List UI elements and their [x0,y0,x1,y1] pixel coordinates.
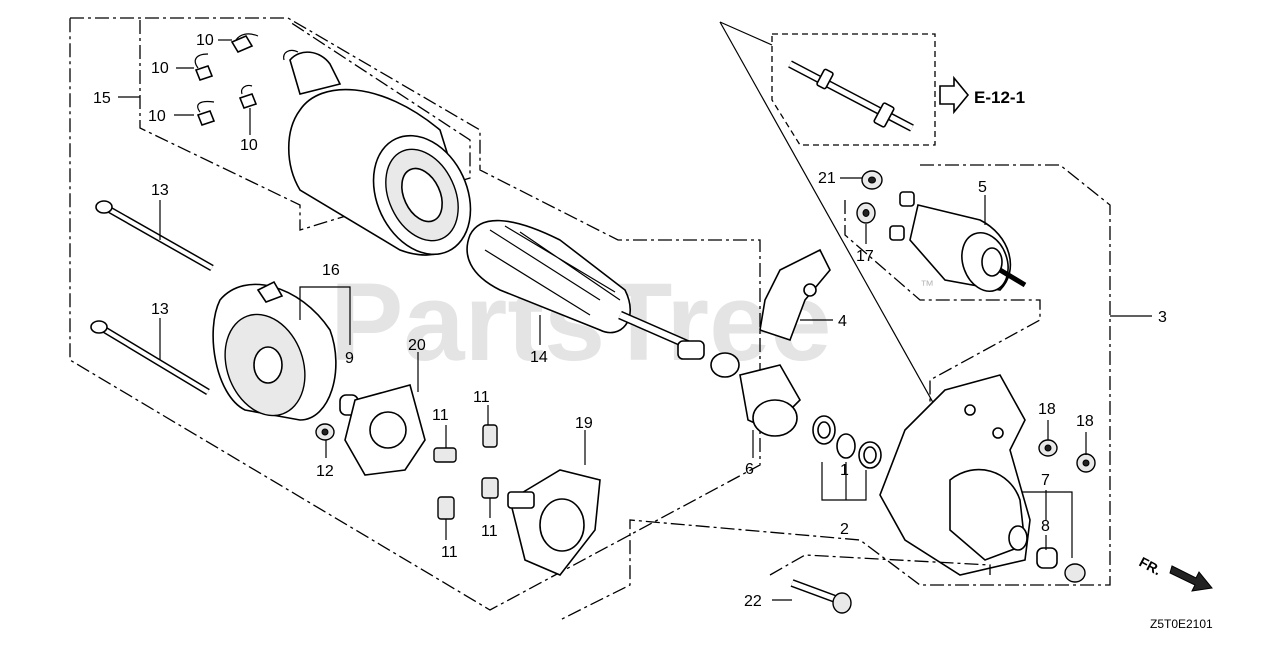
bolt-part-22 [790,579,852,614]
group-outline-solenoid [844,200,1041,420]
group-outline-yoke [139,20,471,231]
callout-9[interactable]: 9 [345,350,354,367]
spring-part-11-c [481,477,499,499]
callout-13[interactable]: 13 [151,182,169,199]
callout-7[interactable]: 7 [1041,472,1050,489]
stop-ring-part-1 [812,415,836,445]
callout-6[interactable]: 6 [745,461,754,478]
callout-1[interactable]: 1 [840,462,849,479]
nut-part-21 [861,170,883,190]
group-outline-left [69,17,761,611]
callout-22[interactable]: 22 [744,593,762,610]
reference-label[interactable]: E-12-1 [974,88,1025,107]
callout-11[interactable]: 11 [432,407,449,424]
callout-8[interactable]: 8 [1041,518,1050,535]
leader-bolt-box [719,21,773,46]
callout-18[interactable]: 18 [1076,413,1094,430]
bracket-part-7 [1022,491,1073,558]
armature-part-14 [466,219,705,360]
shift-lever-part-4 [759,248,831,342]
callout-11[interactable]: 11 [481,523,498,540]
callout-12[interactable]: 12 [316,463,334,480]
front-housing-part-3 [879,374,1031,576]
yoke-assembly-part-15 [283,49,472,256]
front-direction-arrow-icon [1169,565,1213,592]
brush-plate-part-20 [344,384,426,476]
callout-3[interactable]: 3 [1158,309,1167,326]
group-outline-right [559,164,1111,621]
bolt-in-reference-box [788,60,914,132]
callout-11[interactable]: 11 [441,544,458,561]
callout-16[interactable]: 16 [322,262,340,279]
callout-2[interactable]: 2 [840,521,849,538]
reference-arrow-icon [939,75,970,115]
callout-11[interactable]: 11 [473,389,490,406]
diagram-code: Z5T0E2101 [1150,617,1213,631]
through-bolt-part-13-upper [95,200,214,272]
callout-4[interactable]: 4 [838,313,847,330]
pinion-clutch-part-6 [710,352,801,437]
callout-17[interactable]: 17 [856,248,874,265]
spring-part-11-b [433,447,457,463]
leader-lines [118,39,1152,601]
callout-10[interactable]: 10 [148,108,166,125]
callout-10[interactable]: 10 [196,32,214,49]
callout-5[interactable]: 5 [978,179,987,196]
leader-bolt-to-housing [719,21,941,416]
bolt-reference-box [771,33,936,146]
group-outline-bolt-22 [769,554,991,576]
callout-10[interactable]: 10 [240,137,258,154]
washer-part-1 [836,433,856,459]
collar-part-1 [858,441,882,469]
nut-part-12 [315,423,335,441]
spring-part-11-a [482,424,498,448]
bracket-part-2 [821,462,867,501]
callout-labels: 10 10 10 10 15 13 13 16 9 20 12 11 11 11… [93,32,1167,610]
cap-part-7 [1064,563,1086,583]
brush-part-10 [194,33,259,126]
nut-part-18-right [1076,453,1096,473]
bushing-part-8 [1036,547,1058,569]
direction-label: FR. [1137,554,1164,579]
nut-part-18-left [1038,439,1058,457]
callout-19[interactable]: 19 [575,415,593,432]
solenoid-switch-part-5 [889,191,1027,292]
callout-18[interactable]: 18 [1038,401,1056,418]
watermark-trademark: ™ [920,277,934,293]
callout-14[interactable]: 14 [530,349,548,366]
nut-part-17 [856,202,876,224]
callout-15[interactable]: 15 [93,90,111,107]
callout-10[interactable]: 10 [151,60,169,77]
through-bolt-part-13-lower [90,320,210,395]
callout-13[interactable]: 13 [151,301,169,318]
callout-21[interactable]: 21 [818,170,836,187]
brush-holder-part-19 [507,469,601,576]
spring-part-11-d [437,496,455,520]
callout-20[interactable]: 20 [408,337,426,354]
rear-end-cover-part-16 [212,280,337,421]
